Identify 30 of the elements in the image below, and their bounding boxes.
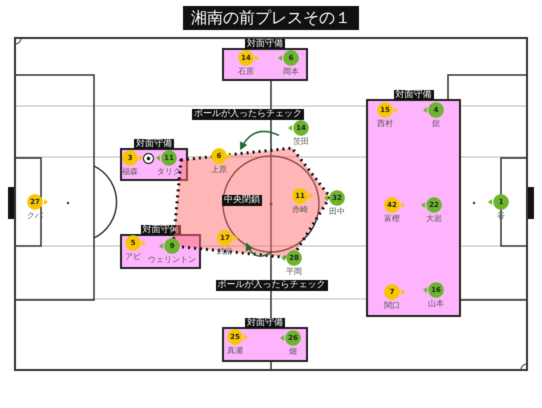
area-label: 中央閉鎖 bbox=[222, 195, 262, 206]
player-name: 岡本 bbox=[283, 67, 299, 77]
player-name: 山本 bbox=[428, 299, 444, 309]
player-name: 茨田 bbox=[293, 137, 309, 147]
player-name: 石原 bbox=[238, 67, 254, 77]
player-name: 真瀬 bbox=[227, 346, 243, 356]
player-name: ウェリントン bbox=[148, 255, 196, 265]
player-name: 赤崎 bbox=[292, 205, 308, 215]
zone-heading: 対面守備 bbox=[394, 90, 434, 100]
player-name: タリク bbox=[157, 167, 181, 177]
player-name: 畑 bbox=[289, 347, 297, 357]
zone-heading: 対面守備 bbox=[245, 318, 285, 328]
title: 湘南の前プレスその１ bbox=[183, 6, 359, 30]
edge-label: ボールが入ったらチェック bbox=[216, 280, 328, 291]
player-name: 田中 bbox=[329, 207, 345, 217]
player-name: 平岡 bbox=[286, 267, 302, 277]
player-name: 上原 bbox=[211, 165, 227, 175]
player-name: 西村 bbox=[377, 119, 393, 129]
zone-heading: 対面守備 bbox=[134, 139, 174, 149]
player-name: 関口 bbox=[384, 301, 400, 311]
player-name: 富樫 bbox=[384, 214, 400, 224]
player-name: 舘 bbox=[432, 119, 440, 129]
player-name: アビ bbox=[125, 252, 141, 262]
player-name: 武富 bbox=[217, 247, 233, 257]
player-name: 大岩 bbox=[426, 214, 442, 224]
edge-label: ボールが入ったらチェック bbox=[192, 109, 304, 120]
arrow bbox=[246, 242, 272, 257]
arrow bbox=[240, 130, 280, 150]
zone-heading: 対面守備 bbox=[245, 39, 285, 49]
player-name: 福森 bbox=[122, 167, 138, 177]
